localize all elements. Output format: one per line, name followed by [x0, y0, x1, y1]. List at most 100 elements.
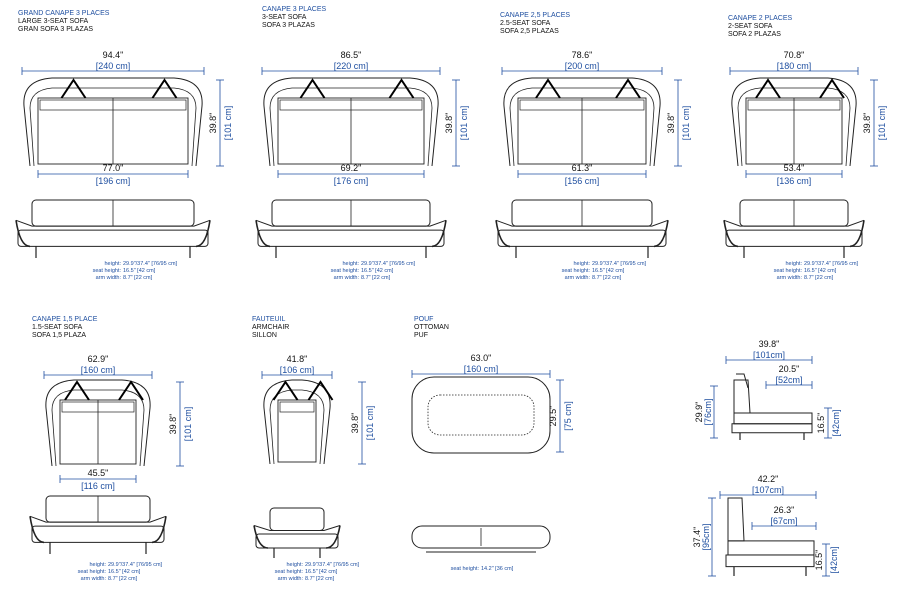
title-es: PUF — [414, 332, 428, 339]
right-arm — [431, 220, 447, 248]
dimension-inch-label: 39.8" — [759, 339, 780, 349]
frame-triangle — [615, 78, 641, 99]
sofa-group-2-seat: 70.8"[180 cm]39.8"[101 cm]53.4"[136 cm]h… — [723, 50, 887, 281]
right-arm — [151, 516, 167, 544]
sofa-top-inner-outline — [51, 389, 145, 467]
side-seat — [727, 540, 815, 556]
side-view-low: 39.8"[101cm]20.5"[52cm]29.9"[76cm]16.5"[… — [694, 339, 841, 440]
frame-triangle — [755, 78, 781, 99]
frame-triangle — [118, 380, 144, 401]
spec-label: seat height: — [275, 569, 304, 575]
spec-label: arm width: — [777, 275, 803, 281]
seat-line — [495, 219, 669, 227]
dimension-cm-label: [101 cm] — [459, 106, 469, 141]
dimension-cm-label: [42cm] — [831, 409, 841, 436]
dimension-inch-label: 39.8" — [168, 414, 178, 435]
spec-value: 29.9"/37.4" [76/95 cm] — [108, 562, 163, 568]
seat-line — [255, 219, 447, 227]
side-base — [725, 554, 815, 568]
dimension-cm-label: [95cm] — [701, 523, 711, 550]
spec-label: seat height: — [451, 566, 480, 572]
title-fr: CANAPE 3 PLACES — [262, 6, 327, 13]
spec-label: height: — [573, 261, 590, 267]
spec-value: 8.7" [22 cm] — [804, 275, 834, 281]
dimension-inch-label: 61.3" — [572, 163, 593, 173]
frame-triangle — [272, 380, 299, 401]
dimension-inch-label: 29.5" — [548, 406, 558, 427]
frame-triangle — [388, 78, 415, 99]
base — [255, 533, 339, 549]
title-2-5-seat: CANAPE 2,5 PLACES 2.5-SEAT SOFA SOFA 2,5… — [500, 12, 570, 36]
seat-line — [29, 515, 167, 523]
title-large-3-seat: GRAND CANAPE 3 PLACES LARGE 3-SEAT SOFA … — [18, 10, 109, 34]
sofa-top-inner-outline — [737, 87, 851, 167]
dimension-cm-label: [101cm] — [753, 350, 785, 360]
dimension-inch-label: 78.6" — [572, 50, 593, 60]
ottoman-stitch-line — [427, 394, 535, 436]
sofa-top-outline — [263, 379, 331, 465]
sofa-group-3-seat: 86.5"[220 cm]39.8"[101 cm]69.2"[176 cm]h… — [255, 50, 469, 281]
dimension-cm-label: [101 cm] — [183, 407, 193, 442]
title-es: SOFA 1,5 PLAZA — [32, 332, 87, 339]
side-base — [731, 423, 813, 434]
right-arm — [325, 525, 341, 549]
title-2-seat: CANAPE 2 PLACES 2-SEAT SOFA SOFA 2 PLAZA… — [728, 15, 792, 39]
left-arm — [495, 220, 511, 248]
title-en: 3-SEAT SOFA — [262, 14, 307, 21]
dimension-inch-label: 37.4" — [692, 527, 702, 548]
title-fr: POUF — [414, 316, 434, 323]
dimension-cm-label: [106 cm] — [280, 365, 315, 375]
dimension-cm-label: [240 cm] — [96, 61, 131, 71]
dimension-cm-label: [220 cm] — [334, 61, 369, 71]
frame-triangle — [60, 78, 87, 99]
spec-value: 16.5" [42 cm] — [592, 268, 625, 274]
dimension-cm-label: [156 cm] — [565, 176, 600, 186]
spec-value: 29.9"/37.4" [76/95 cm] — [123, 261, 178, 267]
dimension-cm-label: [42cm] — [829, 546, 839, 573]
dimension-inch-label: 39.8" — [666, 113, 676, 134]
dimension-inch-label: 39.8" — [350, 413, 360, 434]
spec-value: 29.9"/37.4" [76/95 cm] — [592, 261, 647, 267]
title-en: LARGE 3-SEAT SOFA — [18, 18, 89, 25]
dimension-inch-label: 41.8" — [287, 354, 308, 364]
title-es: SOFA 2,5 PLAZAS — [500, 28, 559, 35]
sofa-top-outline — [45, 379, 151, 467]
title-en: 2-SEAT SOFA — [728, 23, 773, 30]
dimension-inch-label: 16.5" — [816, 413, 826, 434]
seat-line — [253, 525, 341, 531]
frame-triangle — [299, 78, 326, 99]
spec-value: 16.5" [42 cm] — [804, 268, 837, 274]
dimension-inch-label: 29.9" — [694, 402, 704, 423]
left-arm — [723, 220, 739, 248]
dimension-inch-label: 70.8" — [784, 50, 805, 60]
dimension-inch-label: 26.3" — [774, 505, 795, 515]
dimension-inch-label: 63.0" — [471, 353, 492, 363]
title-fr: CANAPE 2,5 PLACES — [500, 12, 571, 19]
right-arm — [849, 220, 865, 248]
spec-label: arm width: — [96, 275, 122, 281]
dimension-inch-label: 62.9" — [88, 354, 109, 364]
spec-value: 8.7" [22 cm] — [361, 275, 391, 281]
sofa-group-large-3-seat: 94.4"[240 cm]39.8"[101 cm]77.0"[196 cm]h… — [15, 50, 233, 281]
dimension-inch-label: 45.5" — [88, 468, 109, 478]
spec-label: seat height: — [562, 268, 591, 274]
title-es: SOFA 2 PLAZAS — [728, 31, 781, 38]
dimension-cm-label: [52cm] — [775, 375, 802, 385]
right-arm — [653, 220, 669, 248]
dimension-cm-label: [101 cm] — [223, 106, 233, 141]
spec-label: height: — [286, 562, 303, 568]
title-3-seat: CANAPE 3 PLACES 3-SEAT SOFA SOFA 3 PLAZA… — [262, 6, 326, 30]
sofa-top-outline — [263, 77, 439, 167]
frame-triangle — [64, 380, 90, 401]
title-en: 2.5-SEAT SOFA — [500, 20, 551, 27]
spec-label: arm width: — [278, 576, 304, 582]
sofa-group-armchair: 41.8"[106 cm]39.8"[101 cm]height:29.9"/3… — [253, 354, 375, 582]
seat-area — [277, 399, 317, 463]
title-en: ARMCHAIR — [252, 324, 290, 331]
dimension-inch-label: 42.2" — [758, 474, 779, 484]
spec-label: seat height: — [78, 569, 107, 575]
title-es: GRAN SOFA 3 PLAZAS — [18, 26, 94, 33]
sofa-top-outline — [503, 77, 661, 167]
frame-triangle — [307, 380, 334, 401]
sofa-top-inner-outline — [269, 87, 433, 167]
